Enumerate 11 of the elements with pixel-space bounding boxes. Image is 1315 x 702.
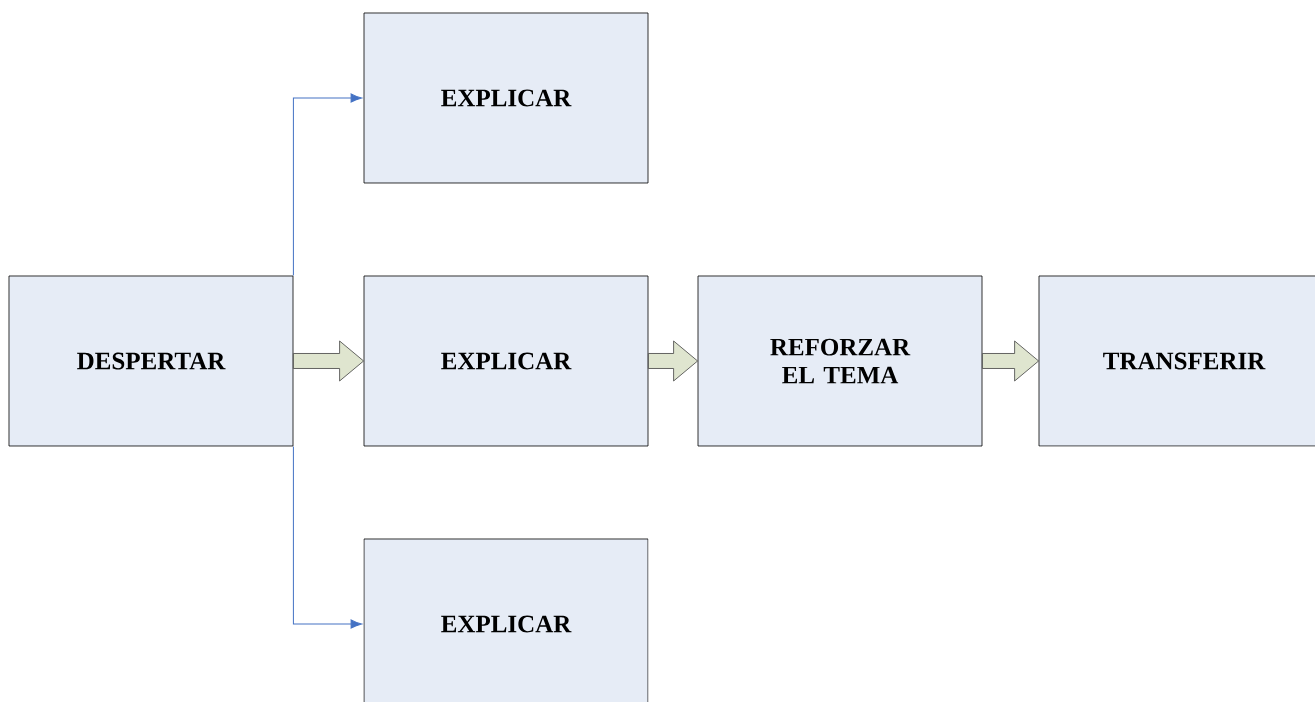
arrow [292, 445, 363, 629]
block-arrow [982, 340, 1039, 382]
process-box: DESPERTAR [8, 275, 294, 447]
arrow [292, 93, 363, 277]
process-box: TRANSFERIR [1038, 275, 1315, 447]
block-arrow [293, 340, 364, 382]
process-box: EXPLICAR [363, 538, 649, 702]
process-box: REFORZAR EL TEMA [697, 275, 983, 447]
process-box: EXPLICAR [363, 12, 649, 184]
process-box: EXPLICAR [363, 275, 649, 447]
block-arrow [648, 340, 698, 382]
